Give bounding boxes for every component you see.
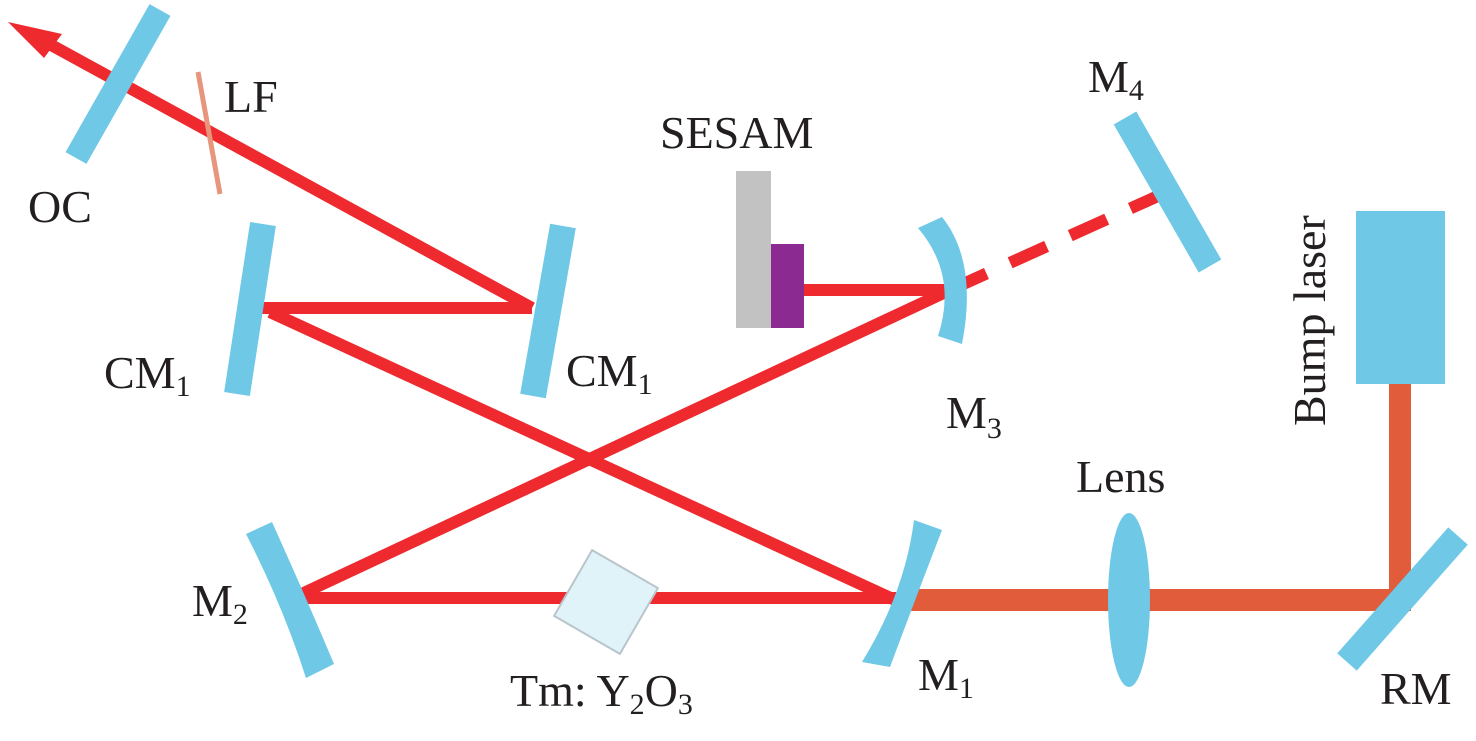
m3-concave-mirror (918, 217, 967, 344)
lens-label: Lens (1076, 451, 1165, 502)
m4-mirror (1113, 111, 1222, 273)
output-coupler-mirror (65, 4, 171, 164)
focusing-lens (1108, 513, 1150, 687)
crystal-label: Tm: Y2O3 (510, 665, 693, 721)
m2-label: M2 (192, 575, 248, 631)
sesam-absorber (771, 244, 804, 328)
cm1-left-mirror (224, 222, 276, 396)
tm-y2o3-crystal (552, 548, 660, 656)
cm1-right-mirror (520, 223, 576, 399)
beam-m3-to-m4-dashed (947, 190, 1161, 296)
sesam-mount (736, 171, 771, 328)
m2-concave-mirror (246, 522, 334, 678)
lf-label: LF (224, 71, 278, 122)
pump-laser-box (1356, 211, 1445, 384)
m1-concave-mirror (862, 520, 942, 667)
rm-label: RM (1380, 663, 1452, 714)
rm-mirror (1337, 527, 1468, 671)
output-arrow-head (8, 22, 62, 58)
m3-label: M3 (946, 387, 1002, 445)
m1-label: M1 (918, 649, 974, 705)
laser-beams (8, 22, 1161, 606)
oc-label: OC (28, 181, 92, 232)
sesam-label: SESAM (660, 107, 813, 158)
pump-beam (910, 384, 1411, 611)
m4-label: M4 (1088, 51, 1144, 107)
beam-m2-to-m3 (290, 284, 953, 604)
cm1-right-label: CM1 (566, 345, 653, 401)
line-filter (195, 71, 223, 195)
cm1-left-label: CM1 (104, 347, 191, 403)
pump-laser-label: Bump laser (1284, 215, 1335, 426)
